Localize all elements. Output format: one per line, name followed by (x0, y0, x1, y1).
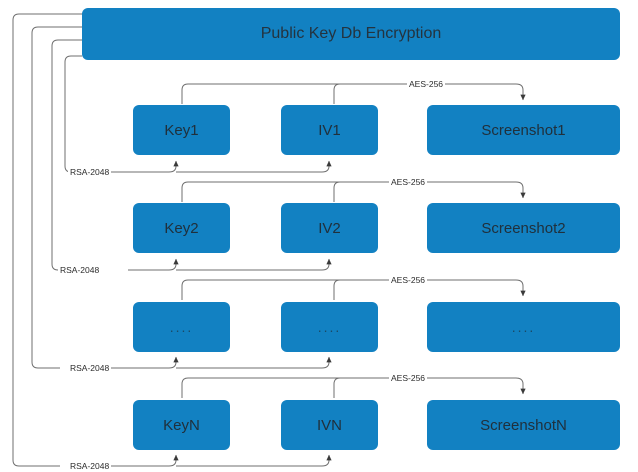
key-label-3: .... (169, 319, 194, 335)
rsa-arrow-key-1 (110, 160, 179, 173)
aes-label-2: AES-256 (389, 177, 428, 187)
aes-arrow-4 (181, 377, 526, 398)
rsa-arrow-iv-4 (176, 454, 332, 467)
rsa-arrow-key-2 (128, 258, 179, 271)
iv-node-4[interactable]: IVN (281, 400, 378, 450)
rsa-arrow-iv-1 (176, 160, 332, 173)
iv-label-3: .... (317, 319, 342, 335)
aes-label-3: AES-256 (389, 275, 428, 285)
header-label: Public Key Db Encryption (260, 25, 442, 42)
aes-label-4: AES-256 (389, 373, 428, 383)
rsa-arrow-key-3 (110, 356, 179, 369)
iv-label-1: IV1 (318, 121, 341, 139)
rsa-label-2: RSA-2048 (58, 265, 102, 275)
key-node-1[interactable]: Key1 (133, 105, 230, 155)
header-node[interactable]: Public Key Db Encryption (82, 8, 620, 60)
iv-label-2: IV2 (318, 219, 341, 237)
aes-arrow-2 (181, 181, 526, 202)
screenshot-node-2[interactable]: Screenshot2 (427, 203, 620, 253)
rsa-label-3: RSA-2048 (68, 363, 112, 373)
screenshot-label-2: Screenshot2 (481, 219, 566, 237)
screenshot-label-3: .... (511, 319, 536, 335)
key-node-4[interactable]: KeyN (133, 400, 230, 450)
aes-arrow-1 (181, 83, 526, 104)
key-label-1: Key1 (164, 121, 199, 139)
screenshot-node-1[interactable]: Screenshot1 (427, 105, 620, 155)
iv-node-1[interactable]: IV1 (281, 105, 378, 155)
rsa-arrow-iv-3 (176, 356, 332, 369)
rsa-bracket-1 (64, 55, 88, 173)
rsa-bracket-4 (12, 13, 82, 467)
rsa-bracket-3 (31, 26, 82, 369)
rsa-arrow-iv-2 (176, 258, 332, 271)
rsa-arrow-key-4 (110, 454, 179, 467)
rsa-label-4: RSA-2048 (68, 461, 112, 471)
rsa-label-1: RSA-2048 (68, 167, 112, 177)
key-node-2[interactable]: Key2 (133, 203, 230, 253)
iv-node-3[interactable]: .... (281, 302, 378, 352)
rsa-bracket-2 (51, 39, 82, 271)
screenshot-label-4: ScreenshotN (480, 416, 567, 434)
screenshot-node-3[interactable]: .... (427, 302, 620, 352)
aes-arrow-3 (181, 279, 526, 300)
key-label-4: KeyN (163, 416, 200, 434)
iv-node-2[interactable]: IV2 (281, 203, 378, 253)
key-node-3[interactable]: .... (133, 302, 230, 352)
screenshot-label-1: Screenshot1 (481, 121, 566, 139)
screenshot-node-4[interactable]: ScreenshotN (427, 400, 620, 450)
key-label-2: Key2 (164, 219, 199, 237)
aes-label-1: AES-256 (407, 79, 446, 89)
iv-label-4: IVN (316, 416, 342, 434)
